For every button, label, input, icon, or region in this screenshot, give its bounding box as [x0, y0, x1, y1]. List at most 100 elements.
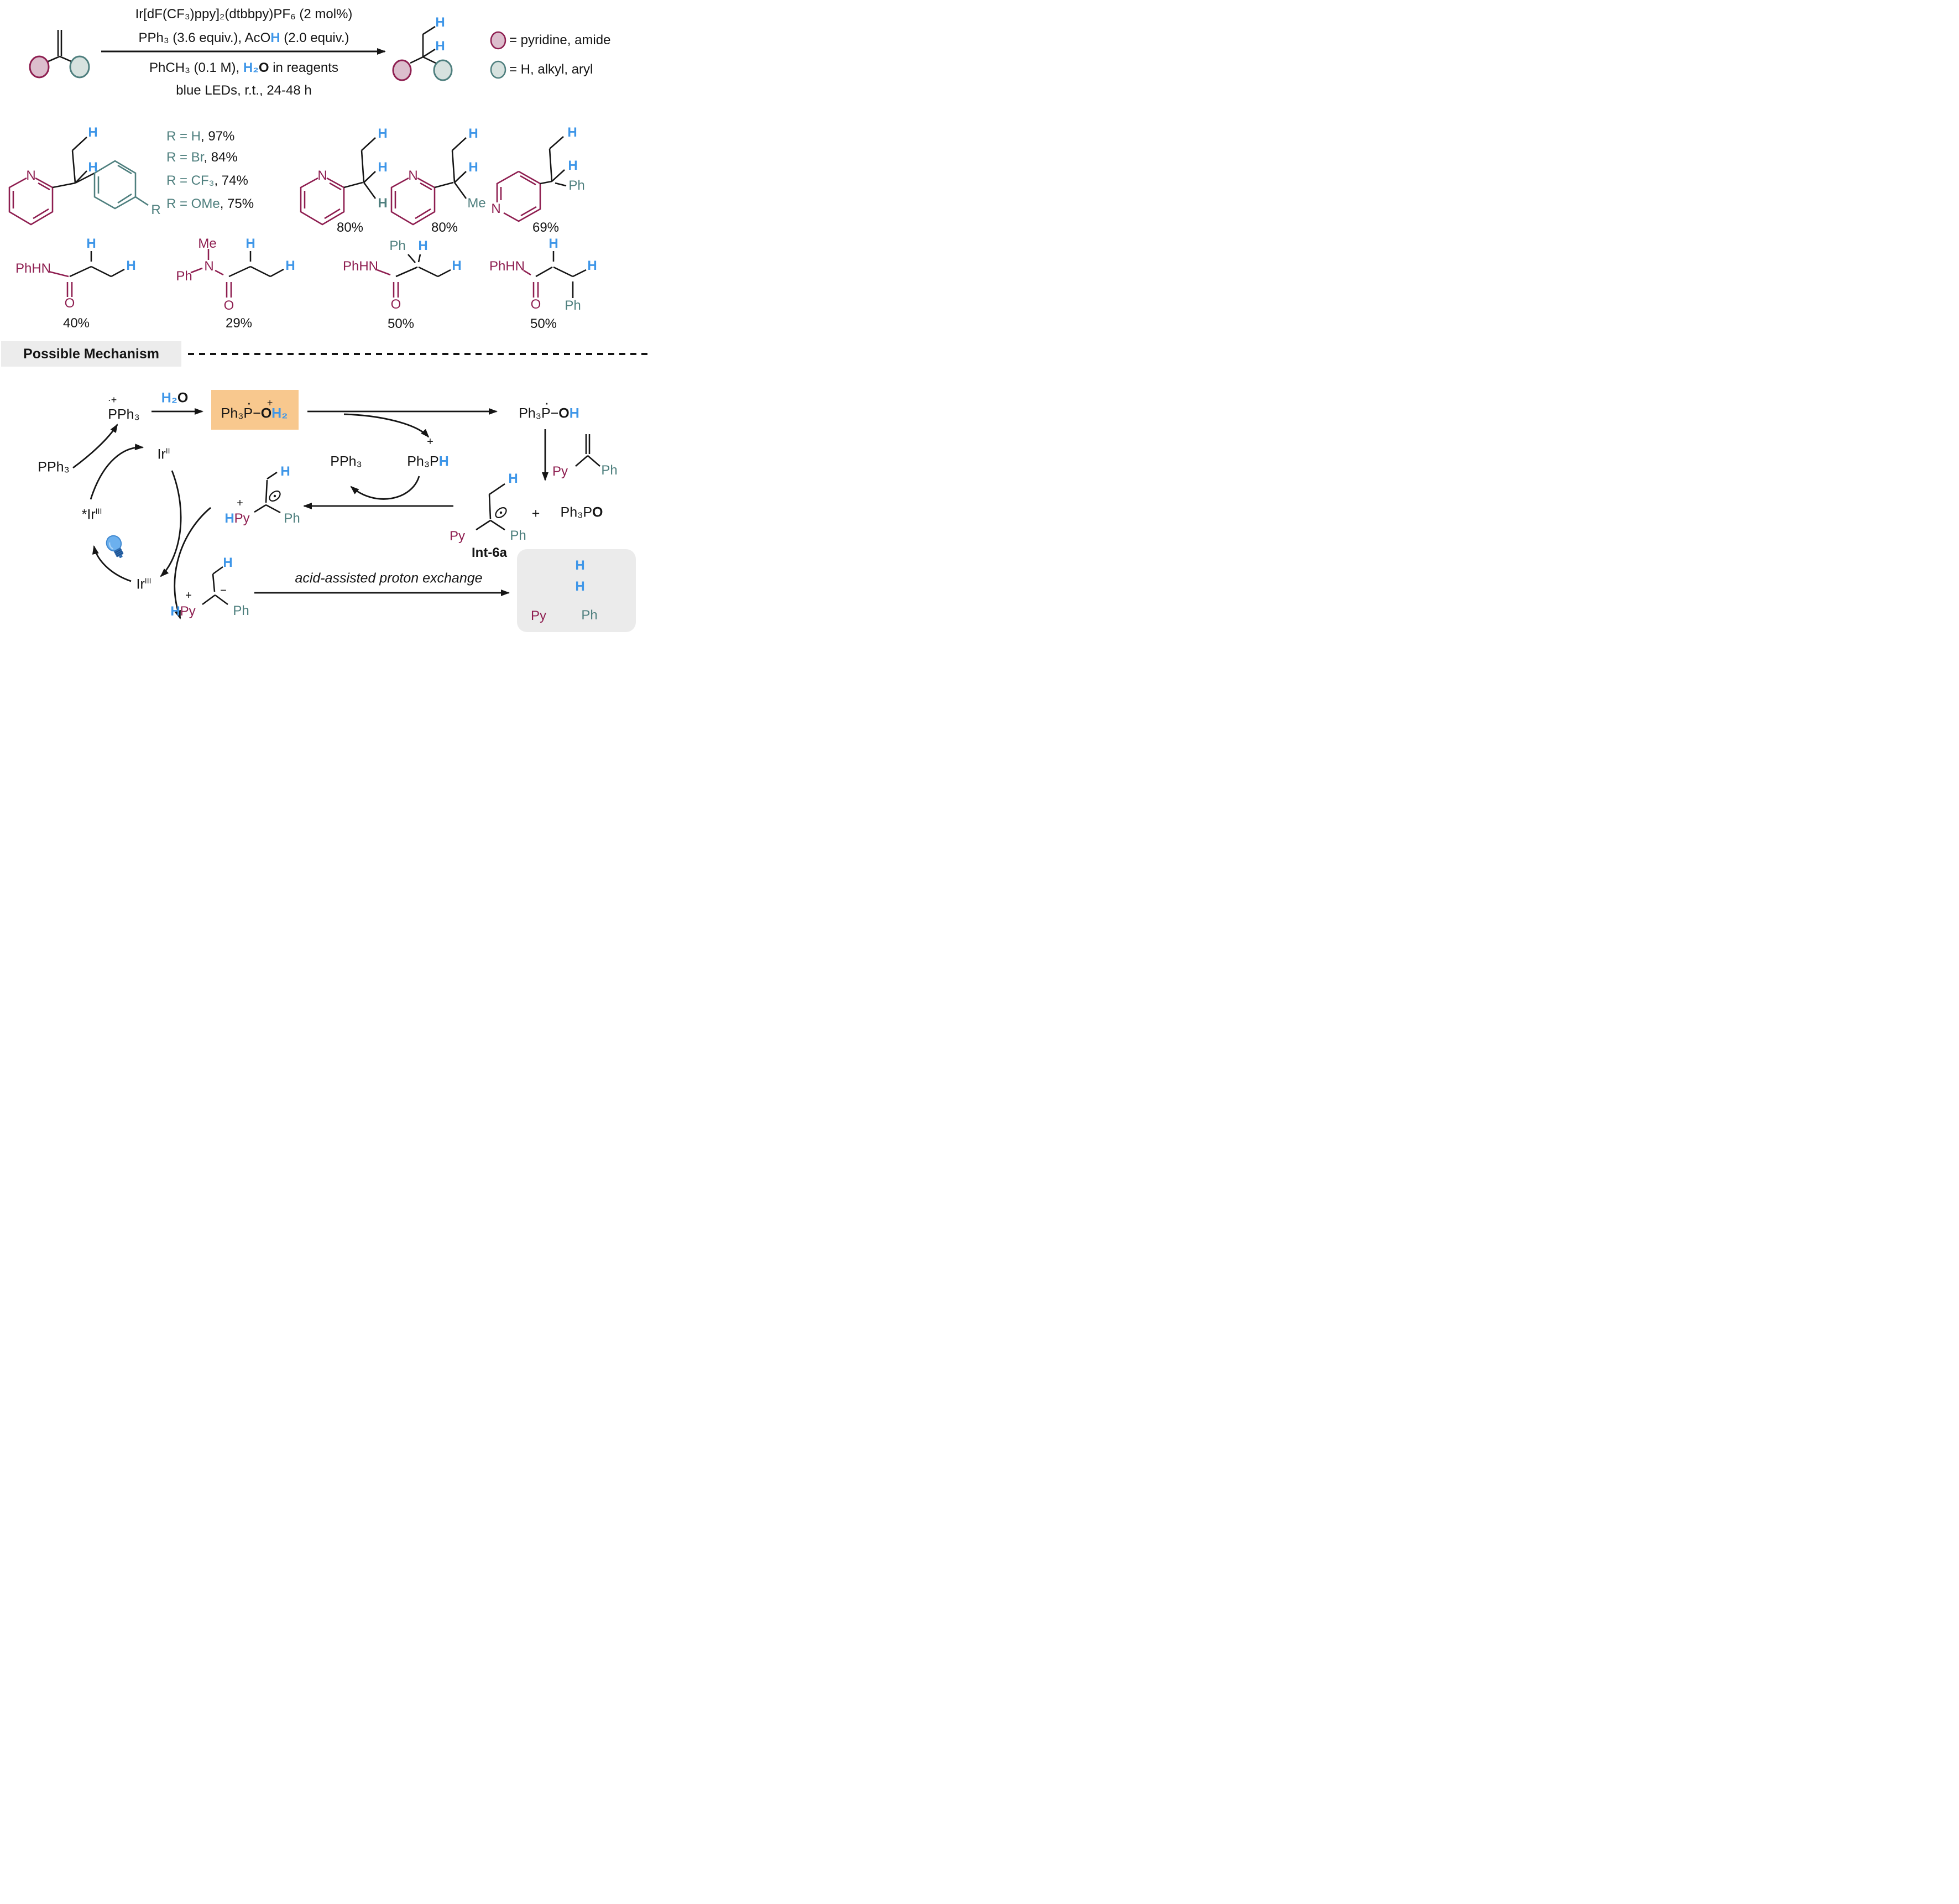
r-line-1: R = H, 97% [166, 130, 234, 143]
aryl-ball [433, 59, 453, 81]
r-line-4-yield: , 75% [220, 196, 254, 211]
ir-star-text: *Ir [81, 507, 96, 523]
scope-structure-4 [496, 136, 567, 222]
final-product-highlight-box [517, 549, 636, 632]
scope-structure-2 [300, 137, 377, 226]
ph-label: Ph [233, 603, 249, 618]
pph3-oxidation-arrow [72, 424, 118, 469]
acoh-h-highlight: H [270, 30, 280, 45]
h-label: H [587, 258, 597, 273]
ir-text: Ir [136, 576, 145, 592]
ir-oxidation-state: III [95, 507, 102, 516]
ph3p-text: Ph₃P [519, 405, 551, 421]
pph3-left-label: PPh₃ [38, 459, 70, 475]
pph3-cycle-arrow-bottom [350, 476, 420, 500]
conditions-line-3: PhCH₃ (0.1 M), H₂O in reagents [149, 61, 338, 75]
amide-n-label: N [204, 259, 214, 274]
product-h-label: H [435, 15, 445, 30]
h-label-teal: H [378, 196, 388, 211]
pph3-cycle-label: PPh₃ [330, 453, 362, 470]
ph3p-text: Ph₃P [560, 504, 592, 520]
radical-orbital-icon [495, 507, 507, 518]
vinylpyridine-structure [575, 434, 600, 467]
r-line-3-yield: , 74% [214, 173, 248, 188]
py-label: Py [552, 464, 568, 479]
yield-label: 69% [532, 220, 560, 235]
r-line-3-substituent: R = CF₃ [166, 173, 215, 188]
ph-label: Ph [565, 298, 581, 313]
ir-oxidation-state: III [144, 576, 152, 586]
ph3p-text: Ph₃P [407, 453, 439, 470]
phhn-label: PhHN [15, 261, 51, 276]
h-label: H [245, 236, 255, 251]
bond-dash: − [550, 405, 559, 421]
radical-to-carbanion-arrow [174, 507, 211, 619]
amide-structure-2 [190, 249, 284, 298]
hpy-label: HPy [170, 605, 195, 618]
h-label: H [88, 160, 98, 175]
h-label: H [285, 258, 295, 273]
mechanism-arrows [72, 408, 548, 619]
ph-label: Ph [568, 178, 585, 193]
ph-label: Ph [581, 608, 598, 623]
yield-label: 80% [431, 220, 458, 235]
pph3-radical-cation-label: PPh₃ [108, 406, 140, 422]
o-text: O [558, 405, 570, 421]
carbonyl-o-label: O [223, 298, 234, 313]
pyridine-n-label: N [491, 201, 501, 216]
radical-orbital-icon [269, 491, 281, 502]
pyridinium-plus-charge: + [185, 590, 192, 602]
proton-exchange-caption: acid-assisted proton exchange [295, 570, 483, 586]
h-text: H [569, 405, 579, 421]
h-label: H [452, 258, 462, 273]
r-line-3: R = CF₃, 74% [166, 174, 248, 187]
water-o: O [177, 390, 189, 406]
h-label: H [548, 236, 558, 251]
me-label: Me [198, 236, 217, 251]
ir3-label: IrIII [136, 576, 152, 592]
r-line-4-substituent: R = OMe [166, 196, 220, 211]
h-label: H [575, 579, 585, 594]
ph-label: Ph [510, 528, 526, 543]
product-skeleton [392, 25, 453, 81]
h2-text: H₂ [271, 405, 288, 421]
h-label: H [126, 258, 136, 273]
radical-cation-sign: ·+ [107, 394, 117, 405]
ir-excited-to-ir2-arrow [90, 444, 144, 500]
me-label: Me [467, 196, 486, 211]
conditions-line-2-text: PPh₃ (3.6 equiv.), AcO [138, 30, 271, 45]
scope-structure-1 [8, 137, 149, 226]
phosphine-water-adduct-label: Ph₃P−OH₂ · + [221, 398, 288, 421]
r-line-2-substituent: R = Br [166, 150, 204, 165]
p-radical-dot: · [545, 398, 549, 410]
plus-sign: + [531, 505, 540, 521]
amide-structure-1 [48, 251, 125, 297]
conditions-line-2: PPh₃ (3.6 equiv.), AcOH (2.0 equiv.) [138, 32, 349, 45]
ph3p-oh-label: Ph₃P−OH · [519, 399, 579, 421]
ir2-label: IrII [157, 447, 170, 462]
r-line-1-substituent: R = H [166, 129, 201, 144]
reaction-scheme-figure: Possible Mechanism Ir[dF(CF₃)ppy]₂(dtbbp… [0, 0, 653, 635]
pyridine-n-label: N [26, 168, 36, 183]
h-label: H [86, 236, 96, 251]
legend-icons [490, 31, 506, 79]
carbonyl-o-label: O [64, 296, 75, 311]
o-text: O [592, 504, 603, 520]
water-h2: H₂ [161, 390, 177, 406]
ph-label: Ph [601, 463, 618, 478]
ph-label: Ph [284, 511, 300, 526]
r-line-2: R = Br, 84% [166, 151, 238, 164]
yield-label: 40% [62, 316, 90, 331]
scheme-artwork [8, 25, 652, 619]
amide-structure-4 [523, 251, 587, 298]
r-line-2-yield: , 84% [203, 150, 238, 165]
pyridine-ball [29, 55, 50, 79]
water-o: O [258, 60, 269, 75]
h-label: H [468, 126, 478, 141]
h-label: H [280, 464, 290, 479]
conditions-line-4: blue LEDs, r.t., 24-48 h [176, 83, 312, 98]
pyridine-n-label: N [408, 168, 418, 183]
h-label: H [568, 158, 578, 173]
legend-aryl-text: = H, alkyl, aryl [509, 62, 593, 77]
h-label: H [418, 238, 428, 253]
